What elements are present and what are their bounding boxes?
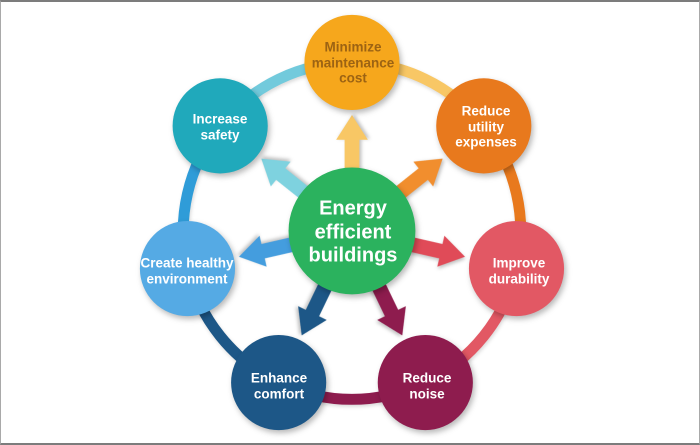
node-circle-improve-durability [468,221,565,317]
node-circle-reduce-noise [377,334,473,431]
node-circle-increase-safety [172,78,268,174]
node-circle-minimize-maintenance-cost [304,14,400,111]
node-circle-enhance-comfort [231,334,327,431]
node-circle-create-healthy-environment [139,221,236,317]
center-circle [288,167,416,295]
arrow-minimize-maintenance-cost [336,114,368,198]
node-circle-reduce-utility-expenses [436,78,532,174]
